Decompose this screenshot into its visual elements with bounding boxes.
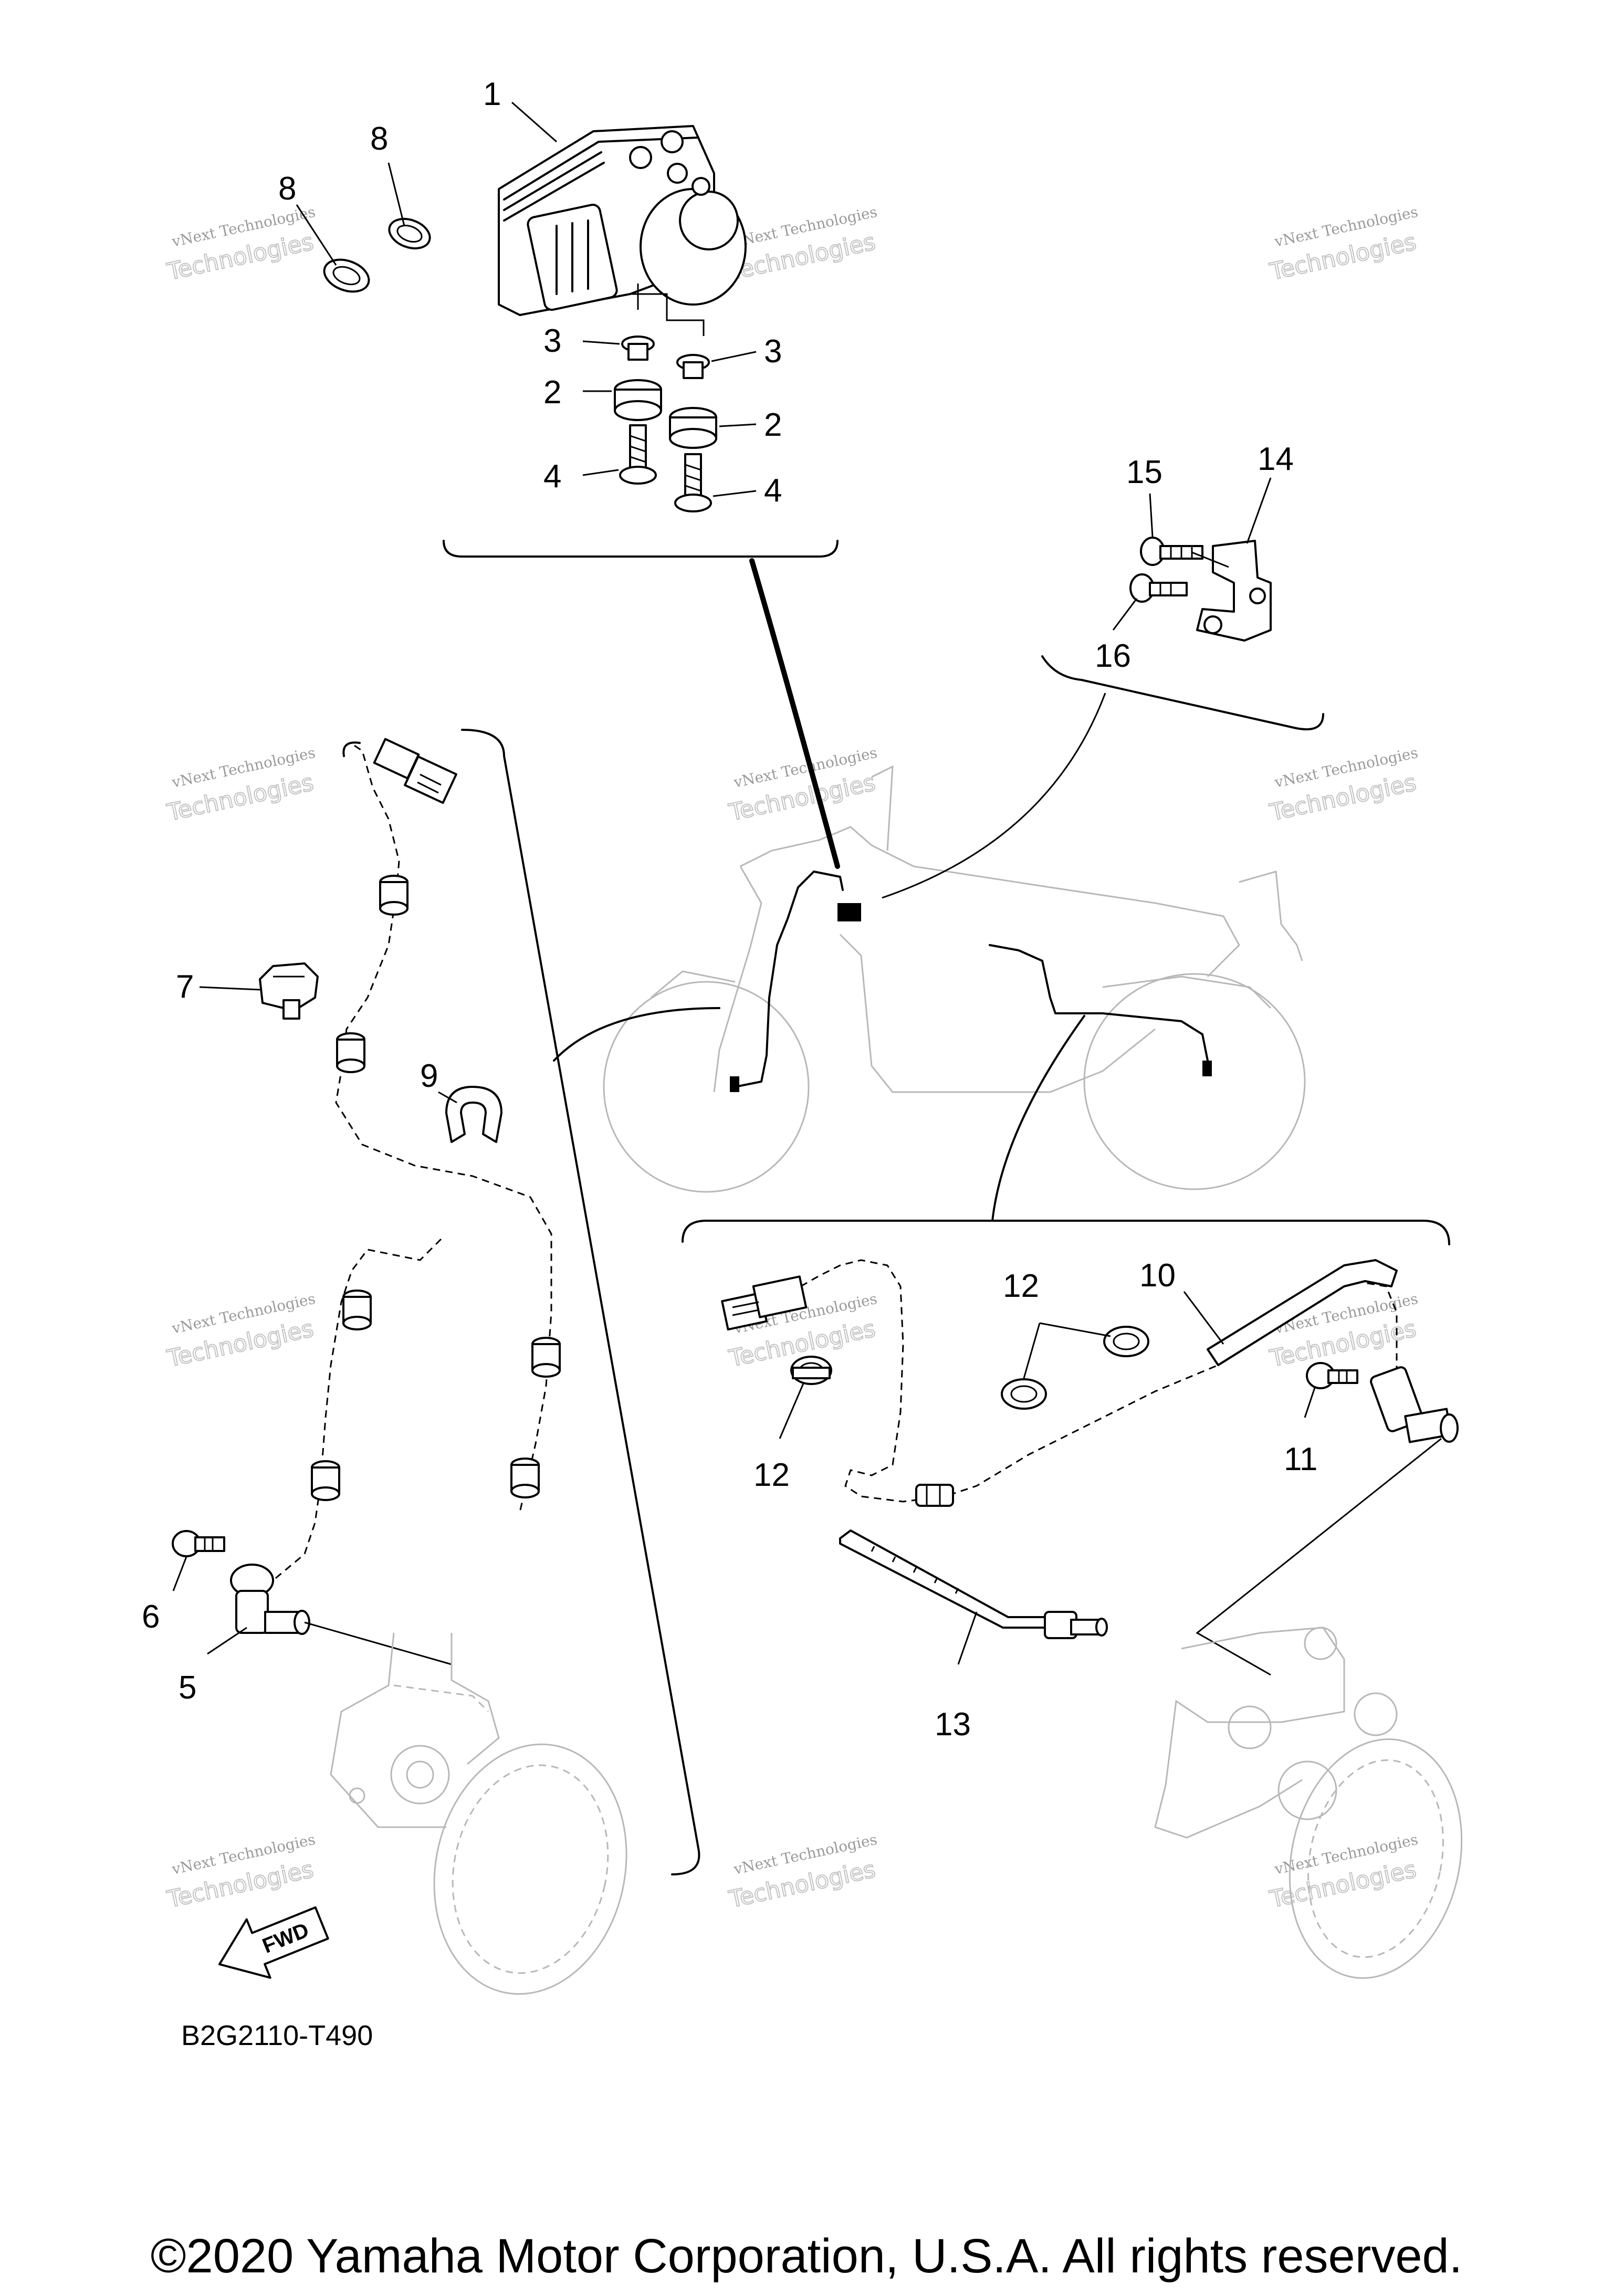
bolt-15 <box>1140 537 1203 566</box>
callout-12-top: 12 <box>1003 1268 1039 1304</box>
callout-12-left: 12 <box>753 1457 790 1493</box>
callout-10: 10 <box>1139 1257 1176 1294</box>
callout-13: 13 <box>935 1706 971 1743</box>
damper-3-left <box>621 336 655 361</box>
bolt-4-left <box>619 424 657 485</box>
callout-4-right: 4 <box>764 473 782 509</box>
cable-tie-13 <box>839 1529 1108 1639</box>
grommet-front-4 <box>531 1337 561 1378</box>
callout-15: 15 <box>1126 454 1162 490</box>
abs-wiring-harness <box>734 871 844 1088</box>
bolt-16 <box>1129 573 1188 603</box>
motorcycle-silhouette <box>603 765 1306 1193</box>
callout-3-right: 3 <box>764 333 782 370</box>
hose-clamp-12-mid <box>1001 1378 1047 1410</box>
figure-code: B2G2110-T490 <box>181 2020 373 2051</box>
hose-clamp-12-left <box>790 1356 832 1385</box>
callout-16: 16 <box>1095 638 1131 674</box>
copyright-notice: ©2020 Yamaha Motor Corporation, U.S.A. A… <box>150 2229 1463 2283</box>
hose-clamp-12-right <box>1103 1326 1149 1357</box>
callout-6: 6 <box>142 1599 160 1635</box>
callout-2-left: 2 <box>543 374 561 411</box>
grommet-front-6 <box>510 1458 540 1498</box>
callout-7: 7 <box>176 969 194 1005</box>
front-sensor-lead <box>335 745 552 1513</box>
bolt-6 <box>172 1530 225 1557</box>
rear-sensor-sleeve <box>1207 1259 1398 1366</box>
fwd-arrow: FWD <box>218 1906 329 1979</box>
damper-3-right <box>676 354 710 379</box>
callout-3-left: 3 <box>543 323 561 359</box>
bolt-11 <box>1306 1362 1358 1389</box>
callout-1: 1 <box>483 76 501 112</box>
grommet-2-left <box>614 379 662 421</box>
grommet-front-2 <box>336 1032 365 1073</box>
rear-sensor-coupler <box>721 1275 808 1331</box>
front-sensor-coupler <box>373 738 457 804</box>
abs-unit-group <box>323 125 839 558</box>
bracket-group <box>1041 537 1324 731</box>
rear-wheel-sensor-group <box>682 1015 1463 1979</box>
callout-4-left: 4 <box>543 458 561 495</box>
front-wheel-sensor-5 <box>230 1564 310 1635</box>
grommet-rear <box>915 1484 954 1507</box>
grommet-front-5 <box>311 1460 340 1501</box>
bracket-14 <box>1196 540 1272 642</box>
clamp-9 <box>445 1086 502 1143</box>
callout-8-left: 8 <box>278 171 296 207</box>
callout-9: 9 <box>420 1058 438 1094</box>
callout-14: 14 <box>1258 441 1294 477</box>
grommet-front-1 <box>379 875 409 916</box>
leader-lines <box>172 101 1316 1665</box>
callout-5: 5 <box>179 1670 196 1706</box>
rear-wheel-sensor-10 <box>1370 1366 1459 1443</box>
callout-8-right: 8 <box>370 121 388 157</box>
hose-clamp-8-right <box>388 217 431 250</box>
callout-11: 11 <box>1284 1441 1317 1477</box>
grommet-front-3 <box>342 1289 372 1330</box>
callout-2-right: 2 <box>764 407 782 443</box>
holder-7 <box>259 962 319 1020</box>
grommet-2-right <box>669 407 717 449</box>
abs-unit-location <box>837 903 861 921</box>
hose-clamp-8-left <box>323 258 370 293</box>
front-wheel-sensor-group <box>172 729 720 1995</box>
bolt-4-right <box>674 453 712 512</box>
callout-numbers: 1 2 2 3 3 4 4 5 6 7 8 8 9 10 11 12 12 13… <box>142 76 1317 1743</box>
